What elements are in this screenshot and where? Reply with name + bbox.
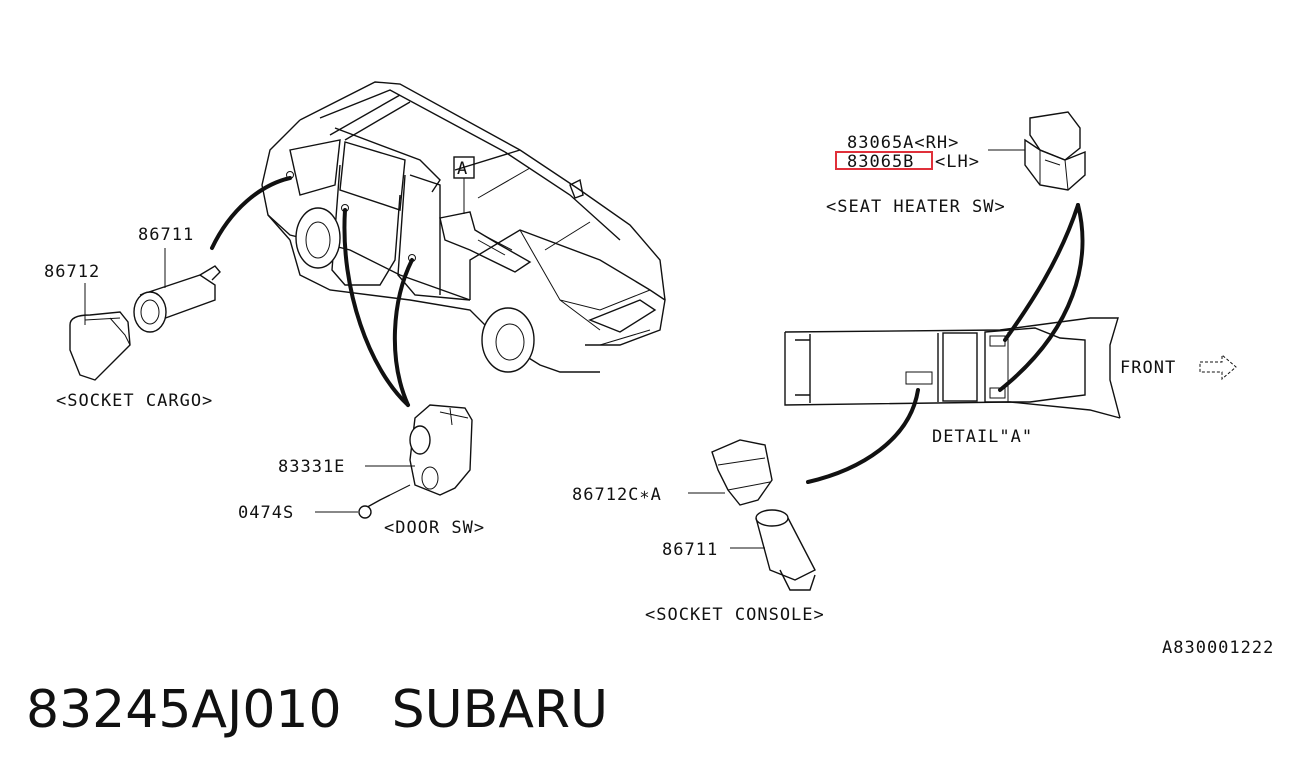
seat-heater-switch-part <box>988 111 1086 191</box>
connector-line <box>210 176 292 250</box>
socket-console-parts <box>688 439 816 591</box>
connector-line <box>806 388 920 484</box>
highlight-box <box>835 151 933 170</box>
brand-name: SUBARU <box>391 680 609 740</box>
connector-line <box>392 258 414 407</box>
socket-console-caption: <SOCKET CONSOLE> <box>645 605 825 625</box>
part-label-83065b-side: <LH> <box>935 152 980 172</box>
part-number-footer: 83245AJ010 SUBARU <box>26 680 658 740</box>
front-label: FRONT <box>1120 358 1176 378</box>
socket-cargo-caption: <SOCKET CARGO> <box>56 391 213 411</box>
connector-line <box>1003 203 1080 342</box>
part-label-86712[interactable]: 86712 <box>44 262 100 282</box>
socket-cargo-parts <box>69 248 221 381</box>
connector-line <box>998 203 1085 392</box>
vehicle-illustration: A <box>261 81 666 373</box>
part-label-0474s[interactable]: 0474S <box>238 503 294 523</box>
part-label-83331e[interactable]: 83331E <box>278 457 345 477</box>
detail-a-caption: DETAIL"A" <box>932 427 1033 447</box>
door-switch-part <box>315 404 473 519</box>
part-label-86711-cargo[interactable]: 86711 <box>138 225 194 245</box>
part-label-83065b[interactable]: 83065B <box>847 152 914 172</box>
door-sw-caption: <DOOR SW> <box>384 518 485 538</box>
front-arrow-icon <box>1199 353 1237 381</box>
part-label-83065a[interactable]: 83065A<RH> <box>847 133 959 153</box>
detail-a-console <box>784 317 1121 419</box>
part-label-86711-console[interactable]: 86711 <box>662 540 718 560</box>
diagram-code: A830001222 <box>1162 638 1274 658</box>
part-label-86712c[interactable]: 86712C∗A <box>572 485 662 505</box>
connector-line <box>342 208 410 407</box>
view-a-label: A <box>457 159 468 179</box>
part-number: 83245AJ010 <box>26 680 342 740</box>
seat-heater-sw-caption: <SEAT HEATER SW> <box>826 197 1006 217</box>
